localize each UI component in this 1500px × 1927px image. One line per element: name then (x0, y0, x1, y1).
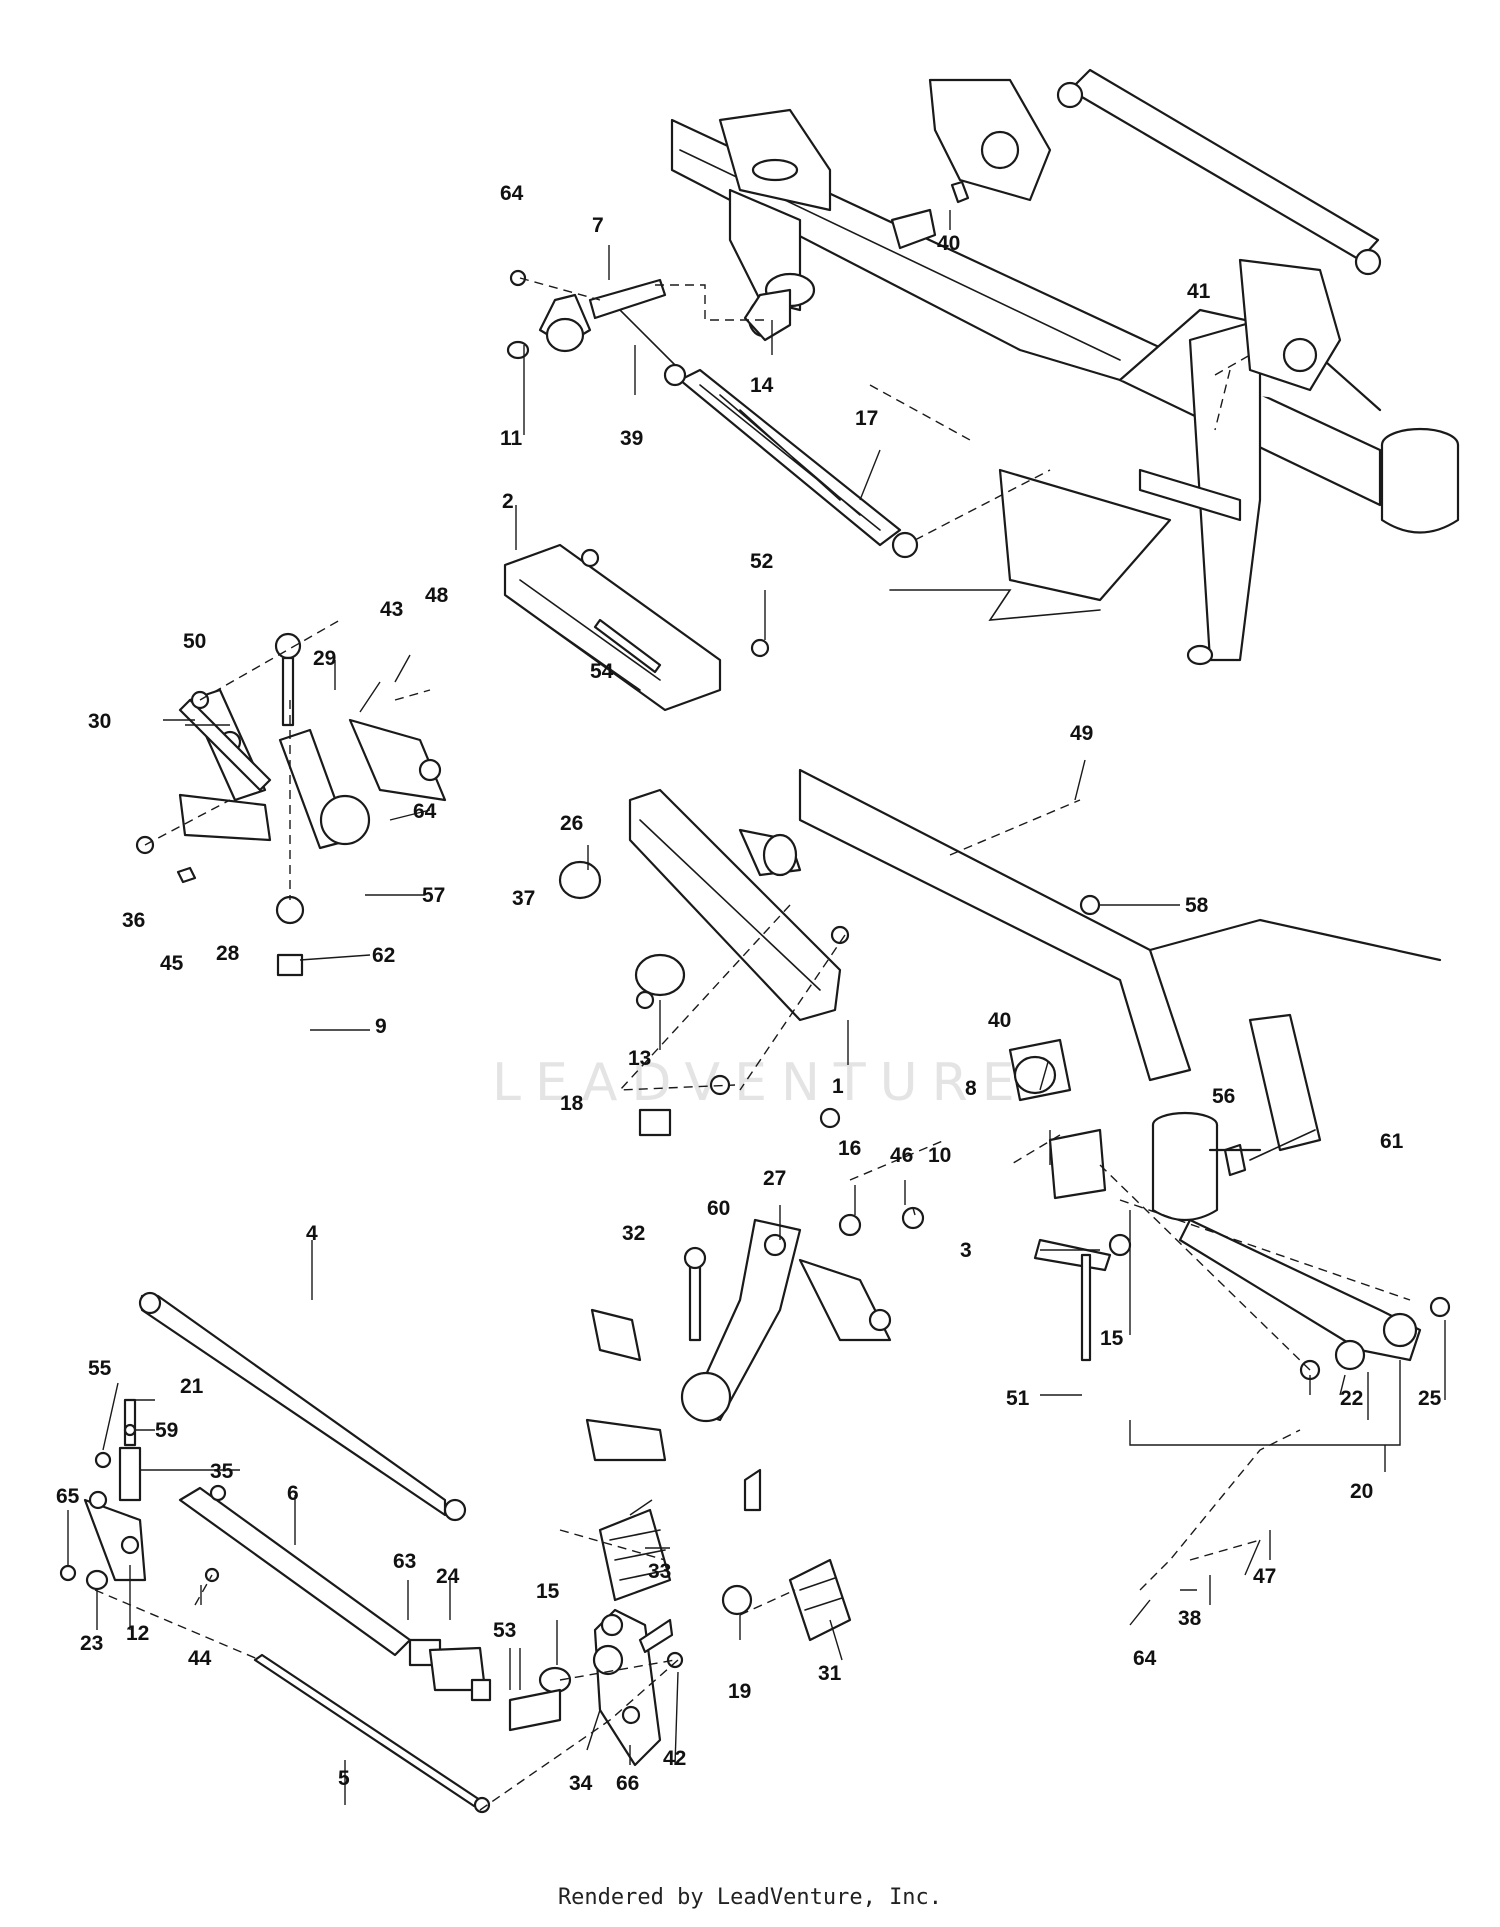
callout: 55 (88, 1357, 112, 1380)
caster-bracket-assembly (890, 68, 1382, 392)
watermark-text: LEADVENTURE (492, 1053, 1029, 1113)
callout: 40 (988, 1009, 1011, 1032)
callout: 28 (216, 942, 240, 965)
callout: 25 (1418, 1387, 1442, 1410)
footer-credit: Rendered by LeadVenture, Inc. (557, 1885, 943, 1910)
callout: 22 (1340, 1387, 1363, 1410)
callout: 29 (313, 647, 336, 670)
callout: 64 (500, 182, 524, 205)
callout: 66 (616, 1772, 639, 1795)
callout: 53 (493, 1619, 516, 1642)
callout: 38 (1178, 1607, 1202, 1630)
callout: 16 (838, 1137, 861, 1160)
callout: 54 (590, 660, 614, 683)
callout: 34 (569, 1772, 593, 1795)
callout: 63 (393, 1550, 416, 1573)
callout: 35 (210, 1460, 234, 1483)
callout: 5 (338, 1767, 350, 1790)
callout: 32 (622, 1222, 645, 1245)
callout: 20 (1350, 1480, 1373, 1503)
callout: 51 (1006, 1387, 1030, 1410)
brake-pedal (508, 1608, 684, 1767)
callouts: 1 2 3 4 5 6 7 8 9 10 11 12 13 14 15 15 1… (56, 182, 1442, 1795)
callout: 2 (502, 490, 514, 513)
callout: 6 (287, 1482, 299, 1505)
callout: 60 (707, 1197, 730, 1220)
callout: 1 (832, 1075, 844, 1098)
callout: 33 (648, 1560, 671, 1583)
callout: 15 (1100, 1327, 1124, 1350)
callout: 3 (960, 1239, 972, 1262)
callout: 31 (818, 1662, 842, 1685)
callout: 62 (372, 944, 395, 967)
tie-rods (138, 1291, 492, 1814)
callout: 46 (890, 1144, 913, 1167)
callout: 11 (500, 427, 523, 450)
lower-frame (798, 768, 1451, 1381)
callout: 57 (422, 884, 445, 907)
callout: 21 (180, 1375, 204, 1398)
extension-spring (609, 299, 919, 559)
callout: 50 (183, 630, 206, 653)
callout: 30 (88, 710, 111, 733)
callout: 12 (126, 1622, 149, 1645)
callout: 27 (763, 1167, 786, 1190)
callout: 15 (536, 1580, 560, 1603)
callout: 58 (1185, 894, 1209, 917)
callout: 17 (855, 407, 878, 430)
mounting-plate-lower (558, 788, 1101, 1137)
brake-linkage-left (135, 632, 447, 977)
callout: 49 (1070, 722, 1093, 745)
callout: 26 (560, 812, 583, 835)
callout: 65 (56, 1485, 80, 1508)
callout: 41 (1187, 280, 1211, 303)
callout: 4 (306, 1222, 318, 1245)
linkage-small-parts (59, 1398, 227, 1591)
callout: 7 (592, 214, 604, 237)
callout: 14 (750, 374, 774, 397)
callout: 48 (425, 584, 449, 607)
callout: 47 (1253, 1565, 1276, 1588)
callout: 8 (965, 1077, 977, 1100)
callout: 64 (413, 800, 437, 823)
callout: 36 (122, 909, 145, 932)
callout: 13 (628, 1047, 651, 1070)
callout: 61 (1380, 1130, 1404, 1153)
callout: 44 (188, 1647, 212, 1670)
callout: 43 (380, 598, 403, 621)
pivot-arm (506, 269, 792, 360)
brake-linkage-center (585, 1206, 925, 1642)
callout: 18 (560, 1092, 584, 1115)
leader-lines (67, 210, 1446, 1805)
callout: 39 (620, 427, 643, 450)
assembly-lines (94, 277, 1411, 1811)
callout: 9 (375, 1015, 387, 1038)
callout: 10 (928, 1144, 951, 1167)
upper-frame (670, 108, 1460, 666)
callout: 24 (436, 1565, 460, 1588)
callout: 23 (80, 1632, 103, 1655)
callout: 37 (512, 887, 535, 910)
callout: 19 (728, 1680, 751, 1703)
callout: 52 (750, 550, 773, 573)
mounting-plate-upper (503, 543, 770, 712)
callout: 59 (155, 1419, 178, 1442)
callout: 40 (937, 232, 960, 255)
callout: 56 (1212, 1085, 1235, 1108)
callout: 45 (160, 952, 184, 975)
callout: 42 (663, 1747, 686, 1770)
callout: 64 (1133, 1647, 1157, 1670)
